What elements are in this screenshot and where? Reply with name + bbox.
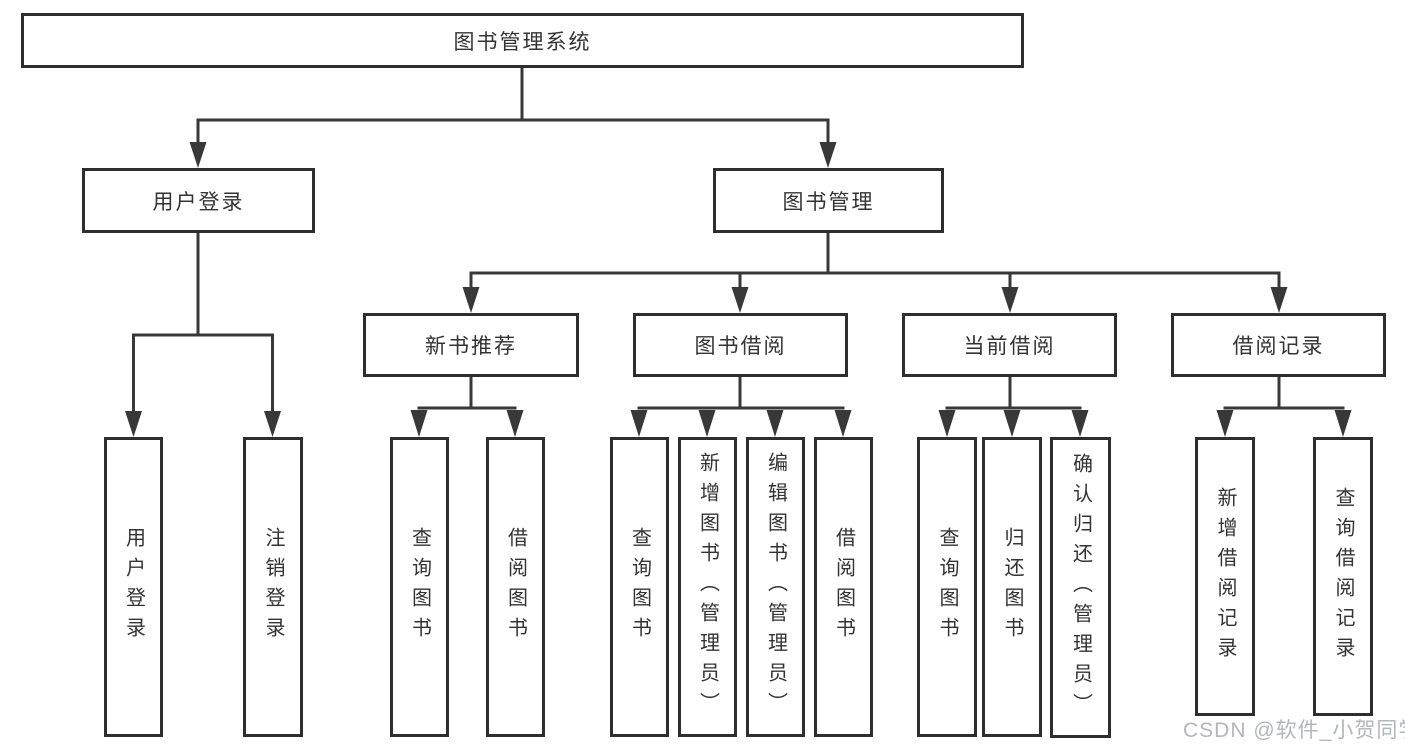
node-book-management: 图书管理 (713, 168, 944, 233)
leaf-label: 查询图书 (628, 527, 651, 647)
leaf-return-book: 归还图书 (982, 437, 1042, 737)
leaf-label: 新增图书（管理员） (696, 452, 719, 722)
node-borrow-record: 借阅记录 (1171, 313, 1386, 377)
leaf-add-book-admin: 新增图书（管理员） (678, 437, 737, 737)
node-user-login: 用户登录 (82, 168, 315, 233)
leaf-label: 用户登录 (122, 527, 145, 647)
leaf-borrow-book-2: 借阅图书 (814, 437, 873, 737)
leaf-confirm-return-admin: 确认归还（管理员） (1050, 437, 1111, 738)
leaf-label: 借阅图书 (504, 527, 527, 647)
leaf-borrow-book-1: 借阅图书 (486, 437, 545, 737)
node-new-book-recommend: 新书推荐 (363, 313, 579, 377)
leaf-label: 借阅图书 (832, 527, 855, 647)
leaf-logout: 注销登录 (243, 437, 303, 737)
leaf-label: 查询借阅记录 (1332, 486, 1354, 667)
node-book-borrow: 图书借阅 (633, 313, 848, 377)
leaf-label: 归还图书 (1001, 527, 1023, 647)
leaf-add-borrow-record: 新增借阅记录 (1195, 437, 1255, 716)
leaf-label: 编辑图书（管理员） (764, 452, 787, 722)
leaf-label: 查询图书 (408, 527, 431, 647)
leaf-query-book-2: 查询图书 (610, 437, 669, 737)
leaf-label: 新增借阅记录 (1214, 486, 1236, 667)
leaf-edit-book-admin: 编辑图书（管理员） (746, 437, 805, 737)
node-current-borrow: 当前借阅 (902, 313, 1117, 377)
leaf-label: 注销登录 (262, 527, 284, 647)
leaf-query-borrow-record: 查询借阅记录 (1313, 437, 1373, 716)
leaf-query-book-1: 查询图书 (390, 437, 449, 737)
leaf-label: 确认归还（管理员） (1069, 452, 1092, 723)
node-library-system: 图书管理系统 (21, 13, 1024, 68)
csdn-watermark: CSDN @软件_小贺同学 (1183, 719, 1405, 742)
leaf-query-book-3: 查询图书 (917, 437, 977, 737)
leaf-user-login: 用户登录 (104, 437, 163, 737)
leaf-label: 查询图书 (936, 527, 958, 647)
